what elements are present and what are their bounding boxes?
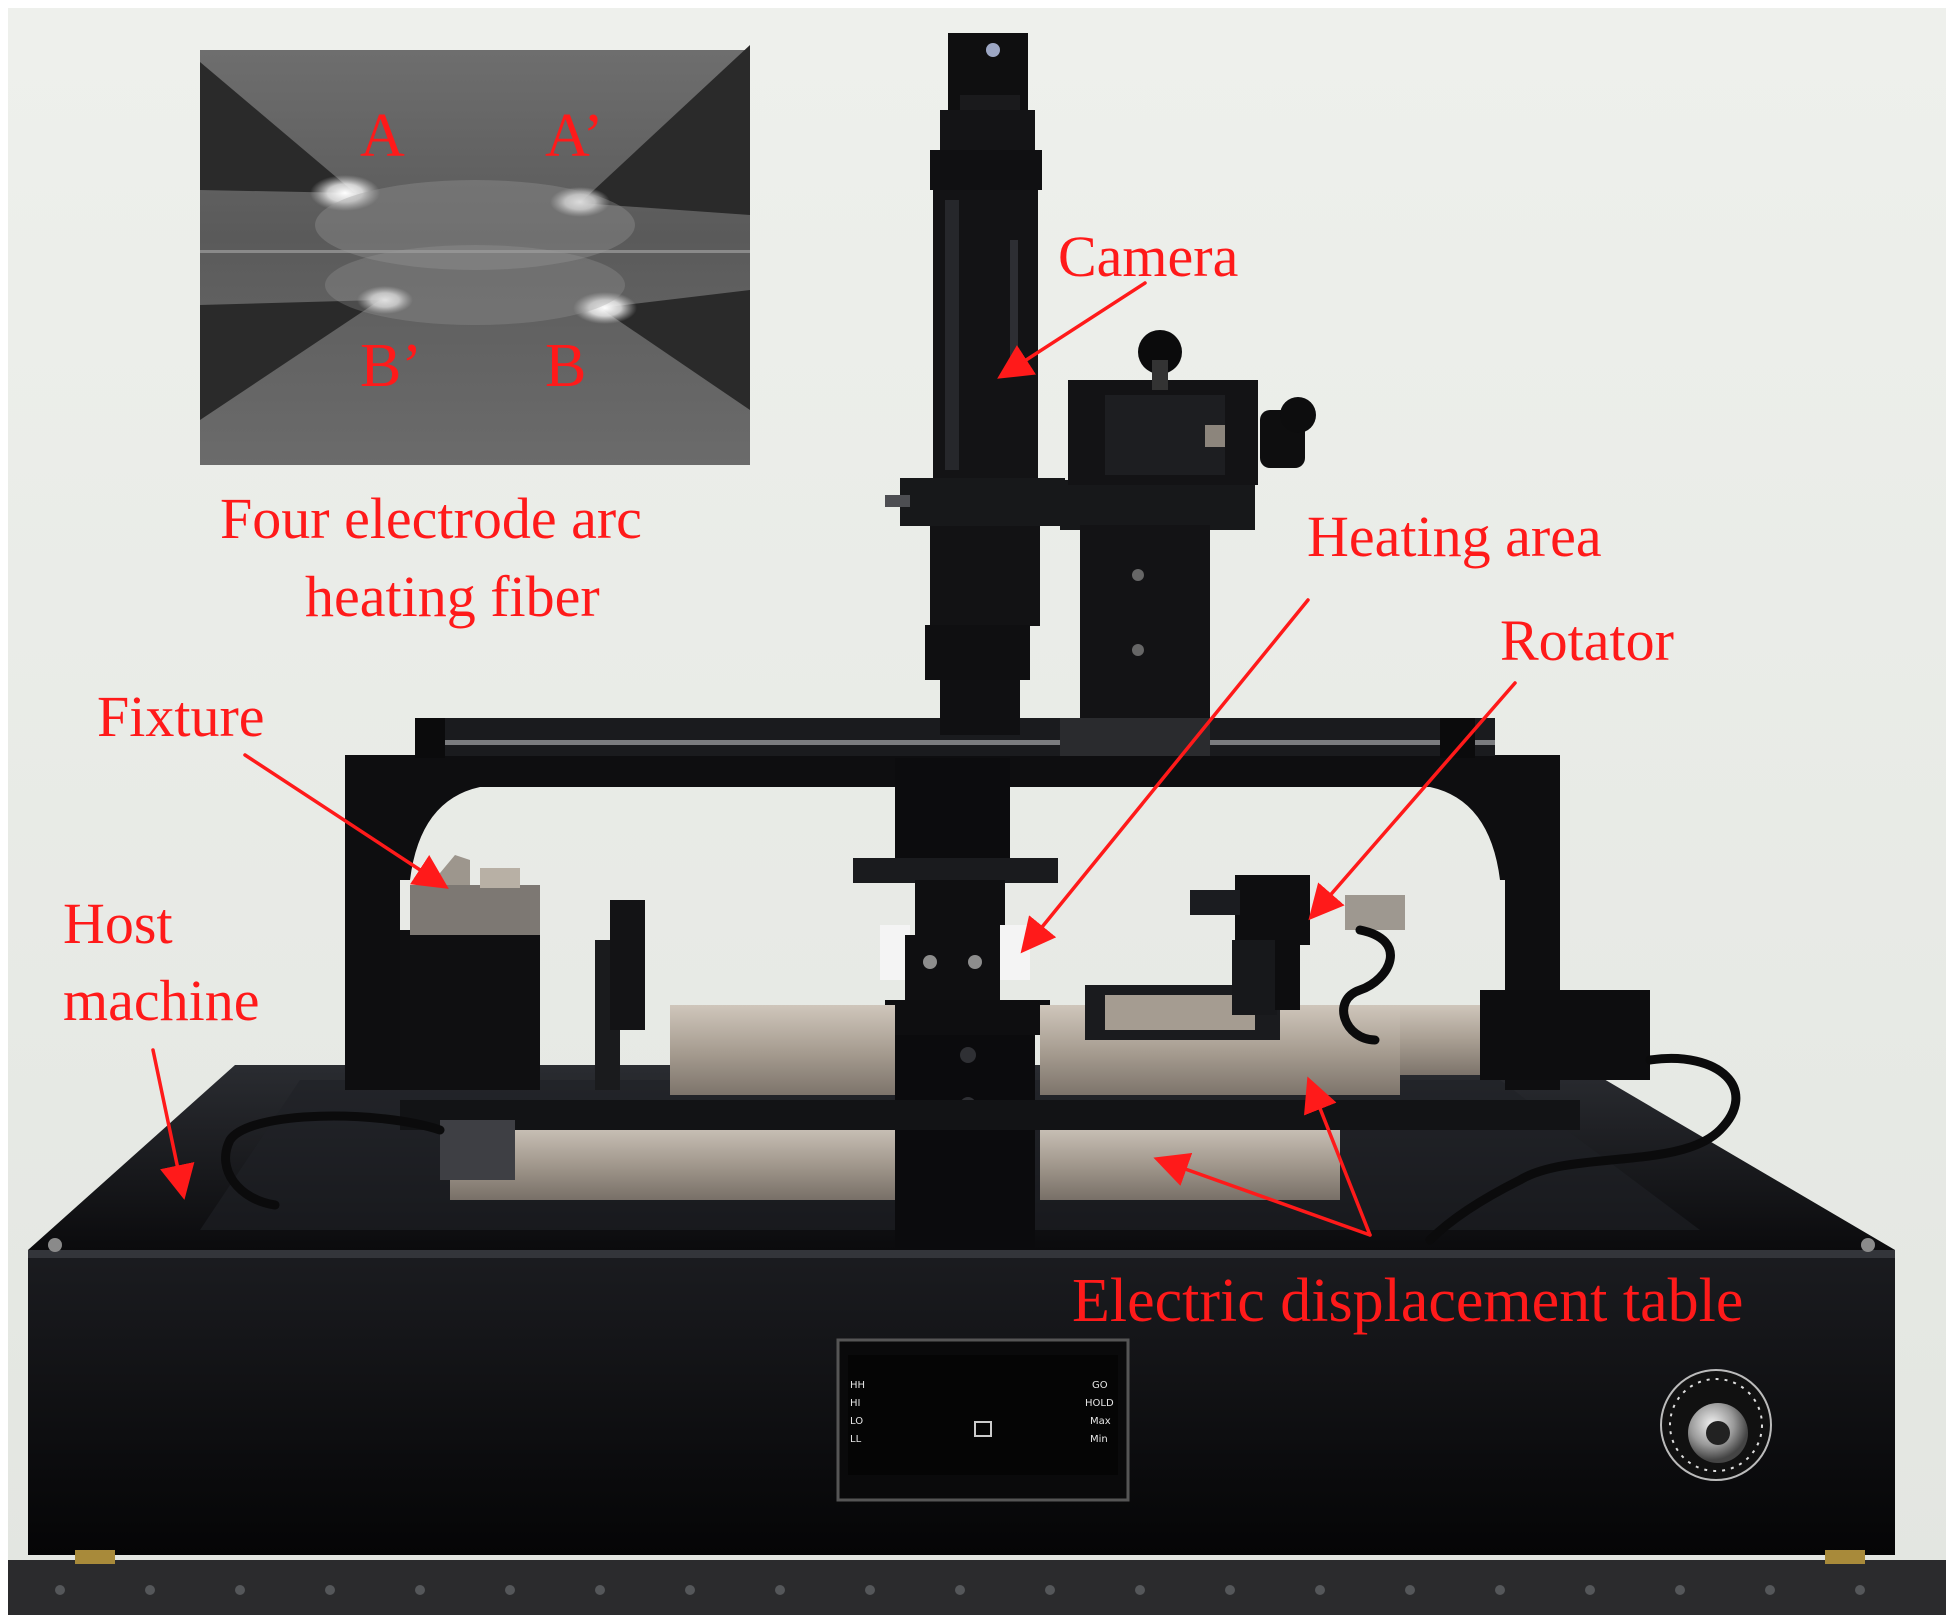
indicator-max: Max bbox=[1090, 1416, 1111, 1427]
camera-arrow bbox=[997, 281, 1147, 379]
displacement-table-arrow-2 bbox=[1153, 1152, 1372, 1237]
electric-displacement-table-label: Electric displacement table bbox=[1072, 1267, 1744, 1335]
rotator bbox=[1190, 875, 1405, 1015]
indicator-lo: LO bbox=[850, 1416, 863, 1427]
fixture bbox=[400, 855, 645, 1090]
arc-inset-image bbox=[200, 45, 750, 465]
rotator-arrow bbox=[1308, 681, 1517, 921]
electrode-label-b: B bbox=[545, 332, 587, 400]
displacement-table-arrow-1 bbox=[1304, 1076, 1372, 1237]
rotator-label: Rotator bbox=[1500, 608, 1674, 673]
camera bbox=[885, 33, 1065, 735]
indicator-min: Min bbox=[1090, 1434, 1108, 1445]
fixture-arrow bbox=[243, 753, 449, 889]
heating-area-label: Heating area bbox=[1307, 504, 1602, 569]
indicator-go: GO bbox=[1092, 1380, 1108, 1391]
temperature-controller bbox=[836, 1338, 1130, 1502]
heating-area-arrow bbox=[1020, 598, 1310, 954]
host-machine-label-line2: machine bbox=[63, 968, 260, 1033]
displacement-stage-upper bbox=[670, 985, 1650, 1095]
displacement-stage-lower bbox=[400, 1100, 1580, 1200]
camera-label: Camera bbox=[1058, 224, 1239, 289]
vertical-stage bbox=[1060, 330, 1316, 756]
rotary-knob bbox=[1660, 1369, 1772, 1481]
indicator-hold: HOLD bbox=[1085, 1398, 1114, 1409]
host-machine-label-line1: Host bbox=[63, 891, 173, 956]
host-machine-arrow bbox=[151, 1048, 195, 1200]
fixture-label: Fixture bbox=[97, 684, 265, 749]
indicator-hh: HH bbox=[850, 1380, 865, 1391]
indicator-ll: LL bbox=[850, 1434, 862, 1445]
inset-caption-line2: heating fiber bbox=[305, 564, 600, 629]
indicator-hi: HI bbox=[850, 1398, 860, 1409]
cables bbox=[221, 925, 1741, 1245]
annotation-arrows bbox=[151, 281, 1517, 1237]
electrode-label-b-prime: B’ bbox=[360, 332, 422, 400]
electrode-label-a-prime: A’ bbox=[545, 102, 604, 170]
electrode-label-a: A bbox=[360, 102, 405, 170]
inset-caption-line1: Four electrode arc bbox=[220, 486, 642, 551]
